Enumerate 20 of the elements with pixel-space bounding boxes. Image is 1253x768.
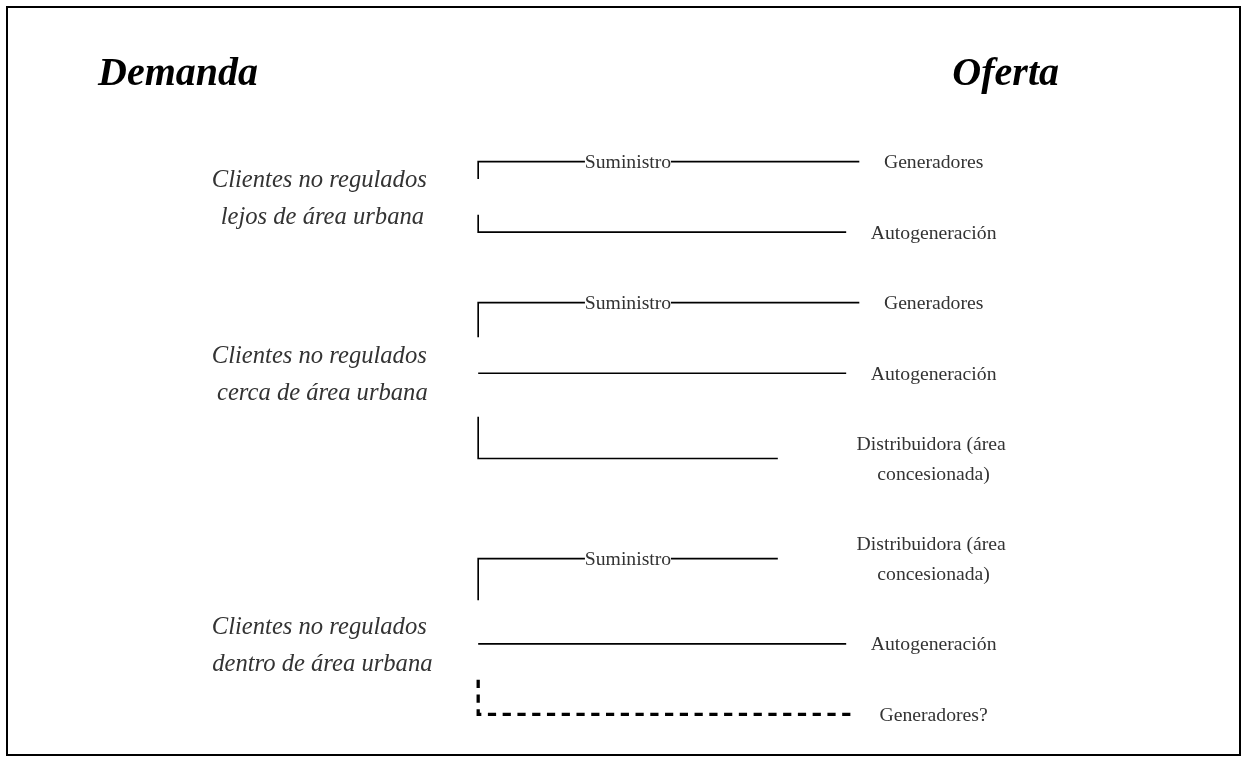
connector [477, 372, 847, 375]
connector [477, 415, 779, 460]
edge-label: Suministro [584, 292, 672, 314]
node-text: Autogeneración [870, 362, 997, 384]
node-text: Distribuidora (área concesionada) [856, 533, 1006, 584]
node-text: Autogeneración [870, 221, 997, 243]
edge-label: Suministro [584, 547, 672, 570]
edge-label: Suministro [584, 150, 672, 173]
node-text: Distribuidora (área concesionada) [856, 433, 1006, 484]
node-text: Clientes no regulados cerca de área urbana [211, 341, 428, 406]
node-text: Generadores? [879, 703, 988, 726]
column-heading: Oferta [952, 48, 1059, 95]
node-text: Generadores [883, 292, 984, 314]
node-text: Clientes no regulados dentro de área urbana [211, 611, 433, 676]
connector [477, 214, 847, 233]
column-heading: Demanda [98, 48, 258, 95]
node-text: Autogeneración [870, 633, 997, 655]
node-text: Generadores [883, 150, 984, 173]
node-text: Clientes no regulados lejos de área urbana [211, 164, 427, 229]
connector [477, 643, 847, 645]
